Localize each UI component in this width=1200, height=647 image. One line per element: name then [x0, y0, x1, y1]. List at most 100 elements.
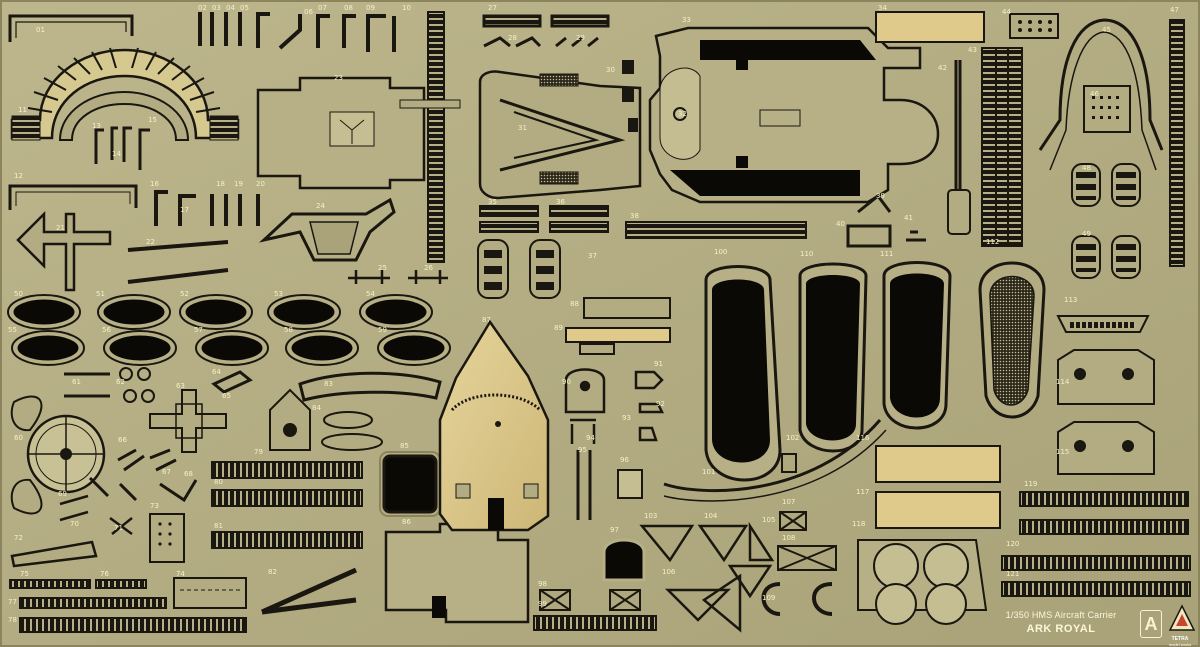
- part-10-ladder: [399, 11, 461, 263]
- part-number-label: 29: [576, 34, 585, 42]
- parts-100-111-openings: [704, 261, 952, 482]
- part-113: [1056, 315, 1150, 333]
- part-number-label: 71: [114, 524, 123, 532]
- part-number-label: 118: [852, 520, 865, 528]
- sheet-title-ship: ARK ROYAL: [1026, 623, 1096, 635]
- part-number-label: 35: [488, 198, 497, 206]
- part-number-label: 59: [378, 326, 387, 334]
- part-74: [173, 577, 247, 609]
- part-number-label: 117: [856, 488, 869, 496]
- part-101-rail: [663, 419, 887, 502]
- part-60-aircraft: [10, 395, 106, 515]
- parts-116-117: [875, 445, 1001, 529]
- part-63-cross: [149, 389, 227, 453]
- part-number-label: 83: [324, 380, 333, 388]
- part-number-label: 55: [8, 326, 17, 334]
- part-number-label: 76: [100, 570, 109, 578]
- part-number-label: 92: [656, 400, 665, 408]
- part-number-label: 99: [538, 600, 547, 608]
- tetra-logo: [1168, 604, 1196, 631]
- part-87-deck: [438, 319, 550, 532]
- part-number-label: 115: [1056, 448, 1069, 456]
- part-118: [857, 539, 988, 625]
- parts-39-41: [846, 193, 926, 248]
- part-number-label: 82: [268, 568, 277, 576]
- part-number-label: 73: [150, 502, 159, 510]
- part-11-fan-deck: [10, 47, 240, 141]
- part-number-label: 108: [782, 534, 795, 542]
- part-number-label: 07: [318, 4, 327, 12]
- part-number-label: 46: [1090, 90, 1099, 98]
- part-109: [761, 582, 833, 616]
- part-number-label: 88: [570, 300, 579, 308]
- part-number-label: 91: [654, 360, 663, 368]
- part-number-label: 23: [334, 74, 343, 82]
- parts-35-38: [479, 205, 807, 239]
- part-number-label: 08: [344, 4, 353, 12]
- part-108: [777, 545, 837, 571]
- parts-90-96: [564, 368, 665, 520]
- part-number-label: 27: [488, 4, 497, 12]
- part-number-label: 20: [256, 180, 265, 188]
- part-83: [298, 371, 442, 402]
- parts-28-29: [483, 36, 599, 48]
- part-number-label: 101: [702, 468, 715, 476]
- part-number-label: 75: [20, 570, 29, 578]
- part-number-label: 54: [366, 290, 375, 298]
- part-number-label: 119: [1024, 480, 1037, 488]
- part-number-label: 34: [878, 4, 887, 12]
- part-number-label: 37: [588, 252, 597, 260]
- part-number-label: 52: [180, 290, 189, 298]
- part-82: [260, 567, 358, 615]
- brand-title: TETRA: [1171, 636, 1189, 642]
- part-46: [1083, 85, 1131, 133]
- part-number-label: 113: [1064, 296, 1077, 304]
- part-number-label: 67: [162, 468, 171, 476]
- part-number-label: 64: [212, 368, 221, 376]
- part-number-label: 66: [118, 436, 127, 444]
- part-62-bracket: [269, 388, 311, 451]
- part-number-label: 26: [424, 264, 433, 272]
- part-number-label: 16: [150, 180, 159, 188]
- part-number-label: 53: [274, 290, 283, 298]
- part-number-label: 86: [402, 518, 411, 526]
- part-96: [617, 469, 643, 499]
- part-47-ladder: [1169, 19, 1185, 267]
- sheet-title-block: 1/350 HMS Aircraft Carrier ARK ROYAL: [986, 610, 1136, 635]
- brand-name: TETRA model works: [1164, 636, 1196, 647]
- part-number-label: 22: [146, 238, 155, 246]
- part-number-label: 102: [786, 434, 799, 442]
- part-number-label: 79: [254, 448, 263, 456]
- part-number-label: 45: [1102, 26, 1111, 34]
- part-number-label: 58: [284, 326, 293, 334]
- part-number-label: 40: [836, 220, 845, 228]
- part-number-label: 04: [226, 4, 235, 12]
- part-44: [1009, 13, 1059, 39]
- part-number-label: 09: [366, 4, 375, 12]
- part-number-label: 90: [562, 378, 571, 386]
- part-number-label: 94: [586, 434, 595, 442]
- part-number-label: 56: [102, 326, 111, 334]
- part-number-label: 13: [92, 122, 101, 130]
- part-number-label: 41: [904, 214, 913, 222]
- part-number-label: 104: [704, 512, 718, 520]
- part-number-label: 31: [518, 124, 527, 132]
- parts-119-121: [1001, 491, 1191, 597]
- parts-13-15: [94, 126, 150, 170]
- part-number-label: 95: [578, 446, 587, 454]
- part-number-label: 11: [18, 106, 27, 114]
- part-number-label: 100: [714, 248, 727, 256]
- part-112-boat: [978, 261, 1046, 419]
- parts-50-59: [10, 296, 448, 364]
- part-33-deck: [648, 26, 940, 204]
- part-85: [379, 451, 441, 517]
- part-number-label: 01: [36, 26, 45, 34]
- part-23: [256, 76, 426, 190]
- parts-30: [622, 60, 638, 132]
- parts-98-99: [533, 589, 657, 631]
- parts-61-62: [64, 367, 155, 403]
- part-number-label: 02: [198, 4, 207, 12]
- part-number-label: 50: [14, 290, 23, 298]
- brand-subtitle: model works: [1168, 642, 1192, 647]
